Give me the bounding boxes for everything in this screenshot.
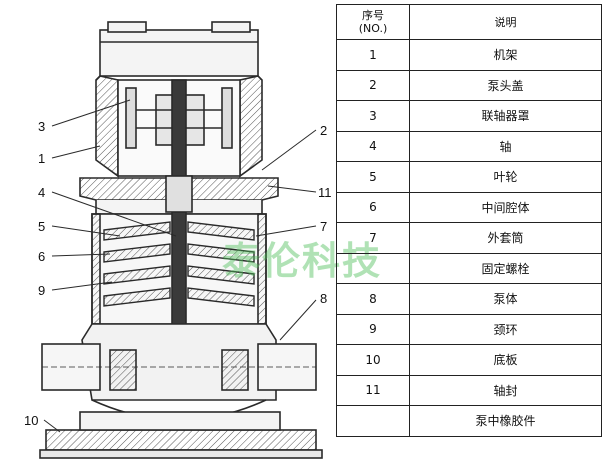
callout-8: 8 [320,291,328,306]
table-row: 固定螺栓 [336,252,602,284]
frame-body [95,75,263,178]
pump-body [41,323,317,421]
row-desc: 机架 [409,39,602,71]
header-desc: 说明 [409,4,602,40]
row-no [336,405,410,437]
callout-9: 9 [38,283,46,298]
base-plate [39,411,323,459]
row-no [336,252,410,284]
row-desc: 叶轮 [409,161,602,193]
row-desc: 轴封 [409,374,602,406]
callout-4: 4 [38,185,46,200]
callout-2: 2 [320,123,328,138]
impeller-stages [103,221,255,307]
callout-5: 5 [38,219,46,234]
row-no: 9 [336,313,410,345]
motor-top-frame [99,21,259,77]
callout-7: 7 [320,219,328,234]
row-desc: 轴 [409,130,602,162]
header-no-line2: (NO.) [358,22,388,35]
callout-10: 10 [24,413,39,428]
row-no: 1 [336,39,410,71]
pump-cross-section-drawing [39,21,323,459]
row-no: 5 [336,161,410,193]
table-row: 泵中橡胶件 [336,405,602,437]
row-no: 8 [336,283,410,315]
row-desc: 外套筒 [409,222,602,254]
row-no: 6 [336,191,410,223]
row-no: 11 [336,374,410,406]
table-header-row: 序号 (NO.) 说明 [336,4,602,40]
row-no: 3 [336,100,410,132]
row-desc: 颈环 [409,313,602,345]
row-no: 4 [336,130,410,162]
callout-3: 3 [38,119,46,134]
callout-6: 6 [38,249,46,264]
row-desc: 泵头盖 [409,69,602,101]
row-desc: 固定螺栓 [409,252,602,284]
row-no: 10 [336,344,410,376]
leader-lines [43,99,317,433]
row-desc: 中间腔体 [409,191,602,223]
callout-1: 1 [38,151,46,166]
callout-11: 11 [318,185,332,200]
row-desc: 底板 [409,344,602,376]
row-no: 7 [336,222,410,254]
header-no-line1: 序号 [362,9,384,22]
row-no: 2 [336,69,410,101]
row-desc: 联轴器罩 [409,100,602,132]
row-desc: 泵中橡胶件 [409,405,602,437]
row-desc: 泵体 [409,283,602,315]
header-no: 序号 (NO.) [336,4,410,40]
